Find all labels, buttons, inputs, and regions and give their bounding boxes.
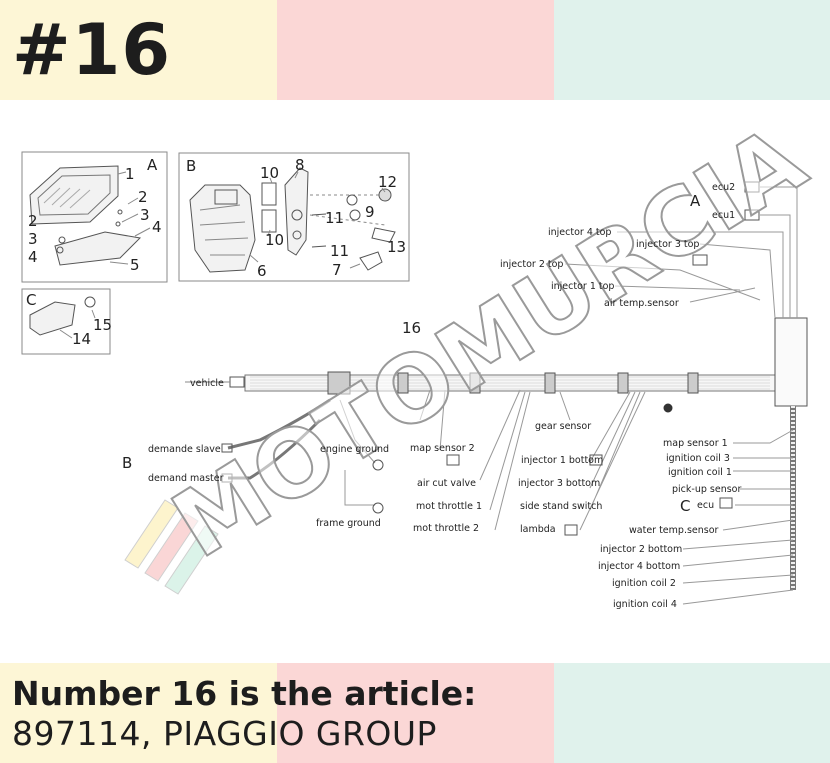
footer-yellow-segment bbox=[0, 663, 277, 763]
part-number-7: 7 bbox=[332, 261, 342, 279]
label-ignition-coil-1: ignition coil 1 bbox=[668, 467, 732, 478]
label-map-sensor-1: map sensor 1 bbox=[663, 438, 728, 449]
label-ecu: ecu bbox=[697, 500, 714, 511]
part-number-5: 5 bbox=[130, 256, 140, 274]
part-number-10b: 10 bbox=[265, 231, 284, 249]
label-frame-ground: frame ground bbox=[316, 518, 381, 529]
label-ignition-coil-2: ignition coil 2 bbox=[612, 578, 676, 589]
part-number-3b: 3 bbox=[28, 230, 38, 248]
part-number-13: 13 bbox=[387, 238, 406, 256]
footer-mint-segment bbox=[554, 663, 830, 763]
inset-a-letter: A bbox=[147, 156, 158, 174]
inset-c-frame bbox=[21, 288, 111, 355]
bottom-banner bbox=[0, 663, 830, 763]
label-side-stand-switch: side stand switch bbox=[520, 501, 602, 512]
part-number-10: 10 bbox=[260, 164, 279, 182]
callout-16: 16 bbox=[402, 319, 421, 337]
part-number-15: 15 bbox=[93, 316, 112, 334]
label-injector-1-bottom: injector 1 bottom bbox=[521, 455, 603, 466]
banner-mint-segment bbox=[554, 0, 830, 100]
footer-pink-segment bbox=[277, 663, 554, 763]
label-ignition-coil-4: ignition coil 4 bbox=[613, 599, 677, 610]
banner-yellow-segment bbox=[0, 0, 277, 100]
label-water-temp-sensor: water temp.sensor bbox=[629, 525, 719, 536]
section-letter-b: B bbox=[122, 454, 132, 472]
label-air-temp-sensor: air temp.sensor bbox=[604, 298, 679, 309]
label-injector-2-bottom: injector 2 bottom bbox=[600, 544, 682, 555]
junction-block bbox=[774, 317, 808, 407]
label-air-cut-valve: air cut valve bbox=[417, 478, 476, 489]
label-injector-3-top: injector 3 top bbox=[636, 239, 699, 250]
article-heading: Number 16 is the article: bbox=[12, 674, 477, 713]
label-pick-up-sensor: pick-up sensor bbox=[672, 484, 741, 495]
watermark-logo bbox=[124, 499, 219, 595]
label-injector-4-top: injector 4 top bbox=[548, 227, 611, 238]
label-demande-slave: demande slave bbox=[148, 444, 221, 455]
label-injector-2-top: injector 2 top bbox=[500, 259, 563, 270]
part-number-2b: 2 bbox=[28, 212, 38, 230]
label-lambda: lambda bbox=[520, 524, 556, 535]
label-ecu2: ecu2 bbox=[712, 182, 735, 193]
part-number-3: 3 bbox=[140, 206, 150, 224]
label-map-sensor-2: map sensor 2 bbox=[410, 443, 475, 454]
label-injector-4-bottom: injector 4 bottom bbox=[598, 561, 680, 572]
inset-c-letter: C bbox=[26, 291, 36, 309]
label-mot-throttle-2: mot throttle 2 bbox=[413, 523, 479, 534]
label-mot-throttle-1: mot throttle 1 bbox=[416, 501, 482, 512]
article-value: 897114, PIAGGIO GROUP bbox=[12, 714, 437, 753]
inset-a-frame bbox=[21, 151, 168, 283]
label-injector-3-bottom: injector 3 bottom bbox=[518, 478, 600, 489]
top-banner bbox=[0, 0, 830, 100]
label-vehicle: vehicle bbox=[190, 378, 224, 389]
part-number-9: 9 bbox=[365, 203, 375, 221]
label-demand-master: demand master bbox=[148, 473, 224, 484]
part-number-4: 4 bbox=[152, 218, 162, 236]
page-title: #16 bbox=[12, 9, 172, 91]
part-number-2: 2 bbox=[138, 188, 148, 206]
section-letter-c: C bbox=[680, 497, 690, 515]
part-number-6: 6 bbox=[257, 262, 267, 280]
part-number-14: 14 bbox=[72, 330, 91, 348]
part-number-11b: 11 bbox=[330, 242, 349, 260]
label-ecu1: ecu1 bbox=[712, 210, 735, 221]
wiring-diagram: MOTOMURCIA A 1 2 2 3 3 4 4 5 B 10 8 12 9… bbox=[21, 105, 824, 610]
part-number-11: 11 bbox=[325, 209, 344, 227]
label-gear-sensor: gear sensor bbox=[535, 421, 591, 432]
label-engine-ground: engine ground bbox=[320, 444, 389, 455]
label-injector-1-top: injector 1 top bbox=[551, 281, 614, 292]
label-ignition-coil-3: ignition coil 3 bbox=[666, 453, 730, 464]
part-number-8: 8 bbox=[295, 156, 305, 174]
section-letter-a: A bbox=[690, 192, 701, 210]
part-number-4b: 4 bbox=[28, 248, 38, 266]
inset-b-letter: B bbox=[186, 157, 196, 175]
part-number-12: 12 bbox=[378, 173, 397, 191]
part-number-1: 1 bbox=[125, 165, 135, 183]
banner-pink-segment bbox=[277, 0, 554, 100]
inset-b-frame bbox=[178, 152, 410, 282]
